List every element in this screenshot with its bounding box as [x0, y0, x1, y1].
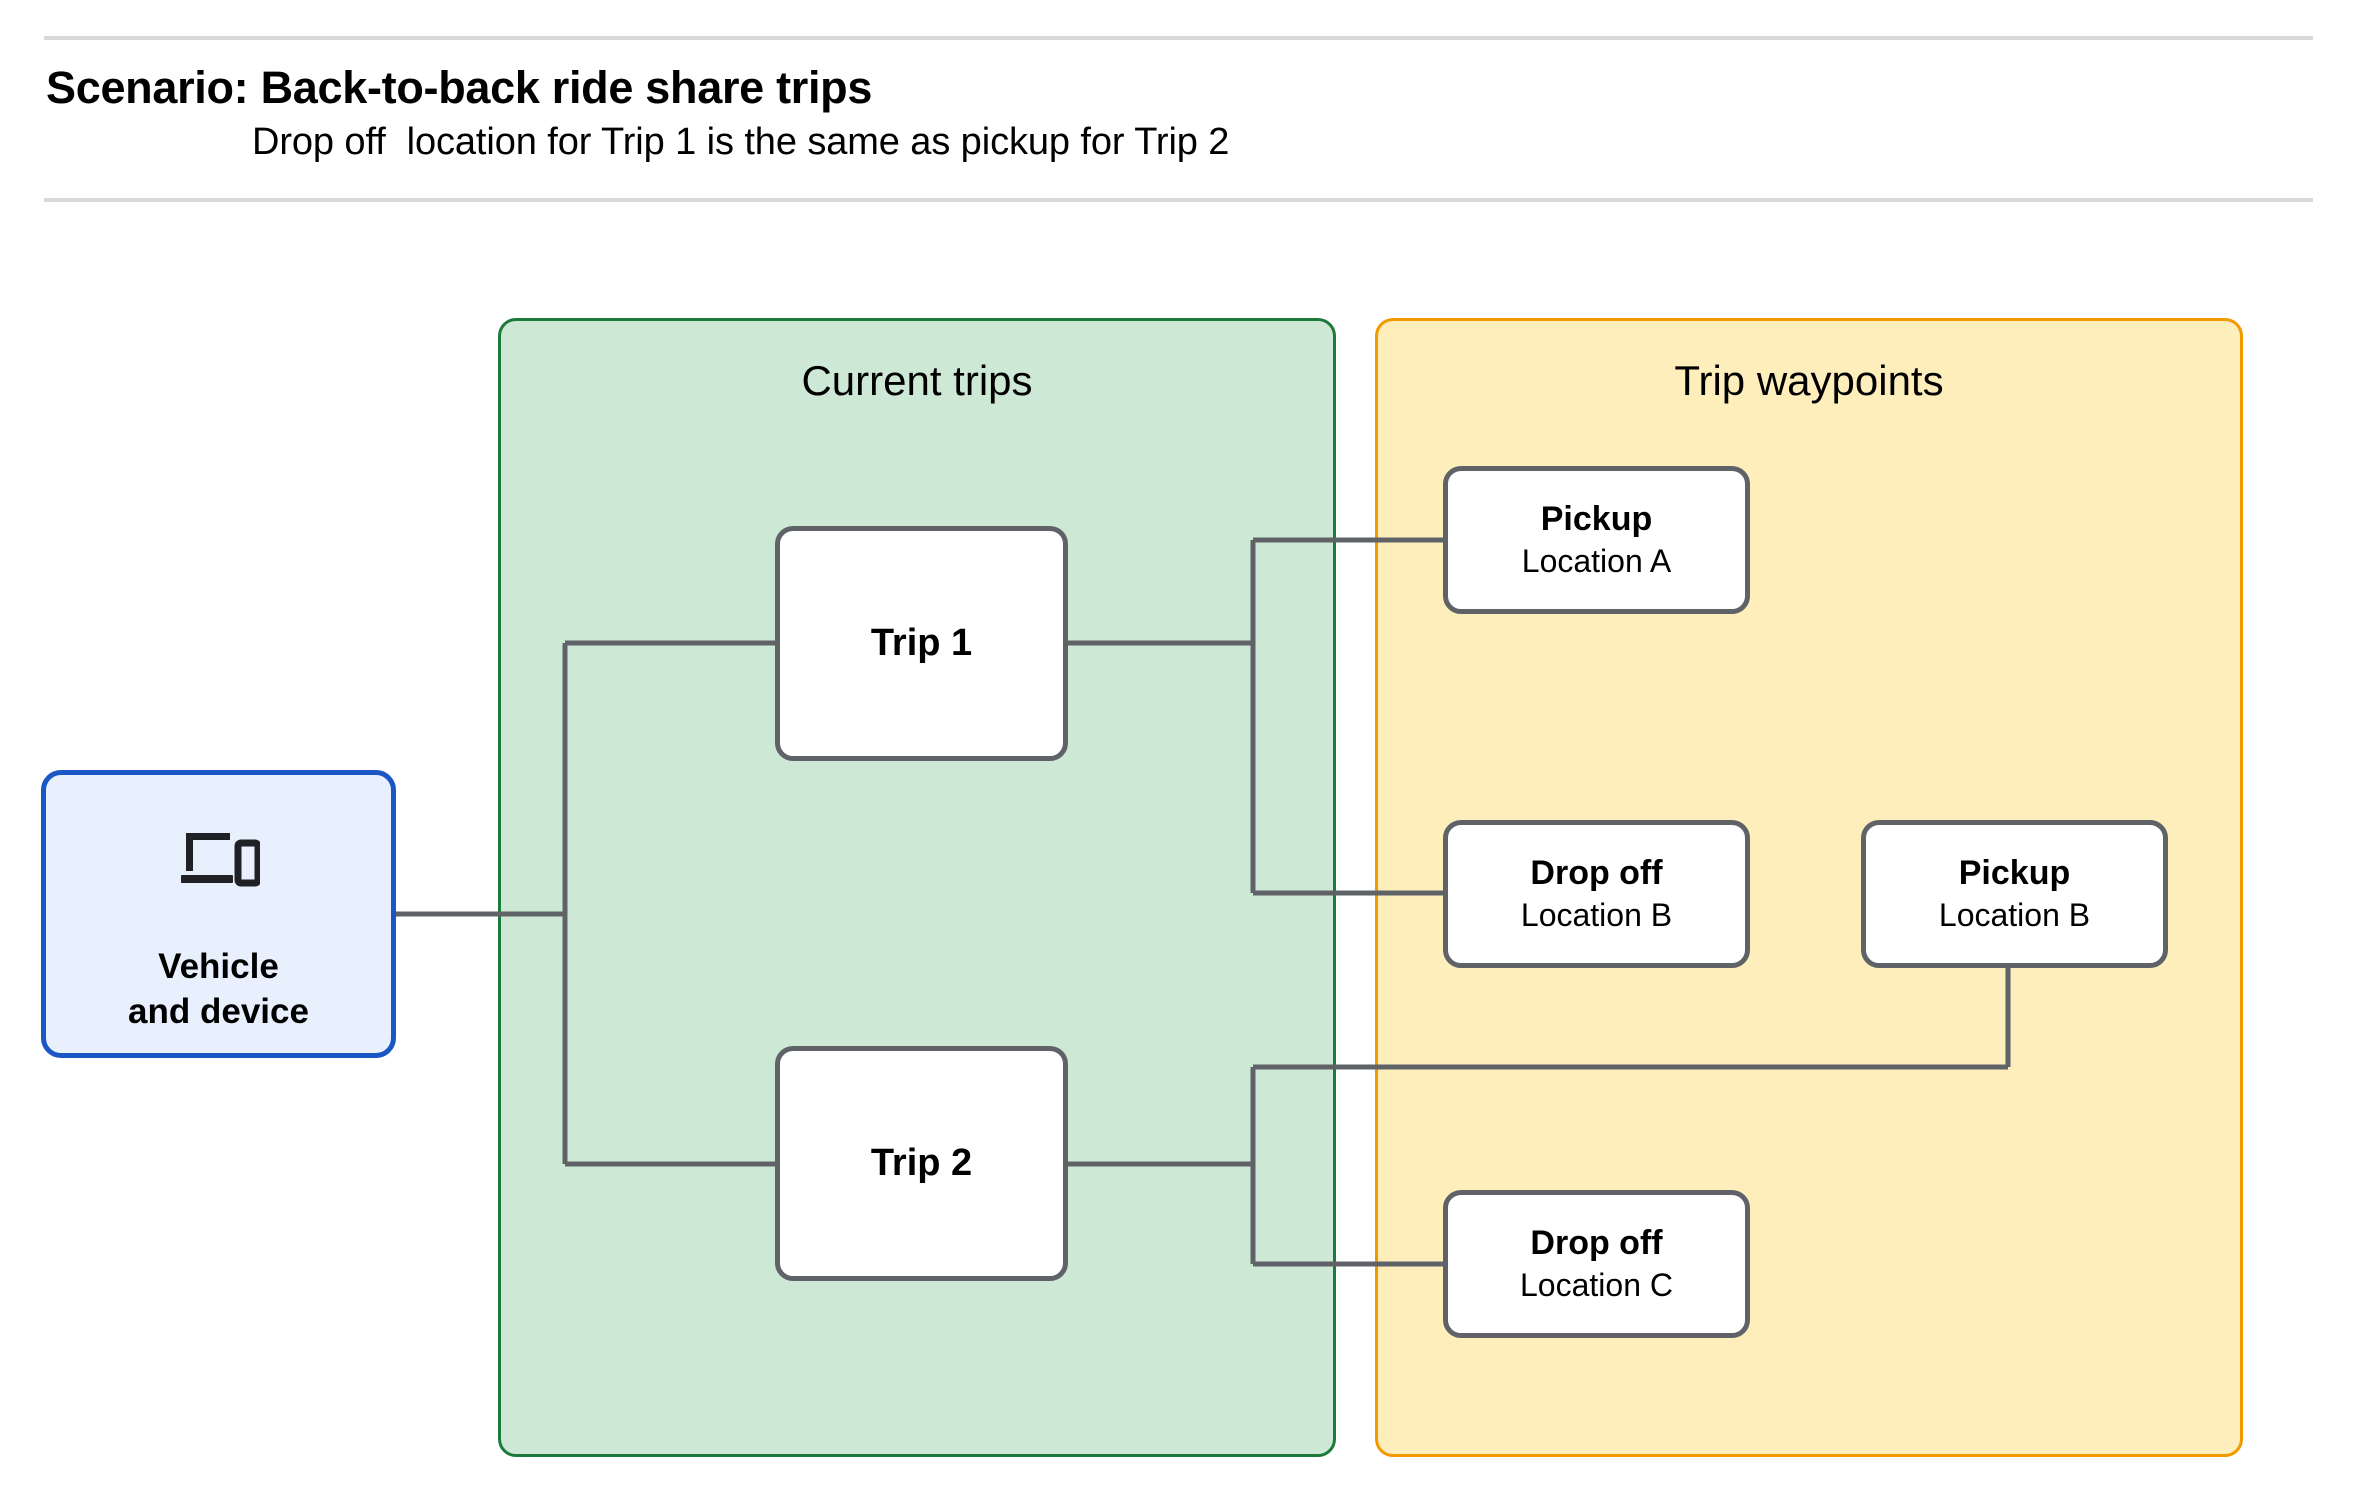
node-pickup-b-title: Pickup: [1958, 853, 2071, 892]
node-dropoff-b-title: Drop off: [1530, 853, 1663, 892]
node-dropoff-location-c[interactable]: Drop off Location C: [1443, 1190, 1750, 1338]
node-trip-1[interactable]: Trip 1: [775, 526, 1068, 761]
header-rule-bottom: [44, 198, 2313, 202]
node-dropoff-c-title: Drop off: [1530, 1223, 1663, 1262]
laptop-and-phone-icon: [180, 833, 260, 887]
node-vehicle-and-device[interactable]: Vehicle and device: [41, 770, 396, 1058]
header-rule-top: [44, 36, 2313, 40]
node-pickup-a-location: Location A: [1521, 543, 1672, 580]
page-title: Scenario: Back-to-back ride share trips: [46, 62, 873, 113]
node-pickup-location-b[interactable]: Pickup Location B: [1861, 820, 2168, 968]
node-trip-2-label: Trip 2: [870, 1142, 973, 1185]
node-dropoff-b-location: Location B: [1520, 897, 1673, 934]
node-vehicle-label-line2: and device: [128, 991, 309, 1031]
node-vehicle-label-line1: Vehicle: [158, 947, 279, 986]
group-trip-waypoints-label: Trip waypoints: [1674, 357, 1944, 404]
page-subtitle: Drop off location for Trip 1 is the same…: [252, 121, 1230, 163]
node-pickup-a-title: Pickup: [1540, 499, 1653, 538]
node-trip-1-label: Trip 1: [870, 622, 973, 665]
node-pickup-b-location: Location B: [1938, 897, 2091, 934]
node-trip-2[interactable]: Trip 2: [775, 1046, 1068, 1281]
group-current-trips-label: Current trips: [801, 357, 1033, 404]
group-current-trips: Current trips: [498, 318, 1336, 1457]
node-pickup-location-a[interactable]: Pickup Location A: [1443, 466, 1750, 614]
node-dropoff-c-location: Location C: [1520, 1267, 1673, 1304]
node-dropoff-location-b[interactable]: Drop off Location B: [1443, 820, 1750, 968]
